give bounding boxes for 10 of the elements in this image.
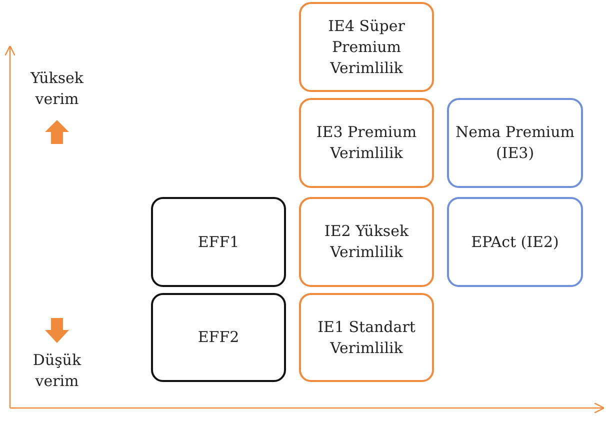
level-box: Nema Premium (IE3) (447, 98, 583, 188)
level-box: IE3 Premium Verimlilik (299, 98, 434, 188)
level-box: IE2 Yüksek Verimlilik (299, 197, 434, 287)
axis-label: Yüksek verim (29, 68, 84, 110)
level-box: IE1 Standart Verimlilik (299, 293, 434, 382)
level-box: EFF1 (151, 197, 286, 287)
level-box: EFF2 (151, 293, 286, 382)
axis-label: Düşük verim (32, 350, 82, 392)
level-box: EPAct (IE2) (447, 197, 583, 287)
level-box: IE4 Süper Premium Verimlilik (299, 2, 434, 92)
